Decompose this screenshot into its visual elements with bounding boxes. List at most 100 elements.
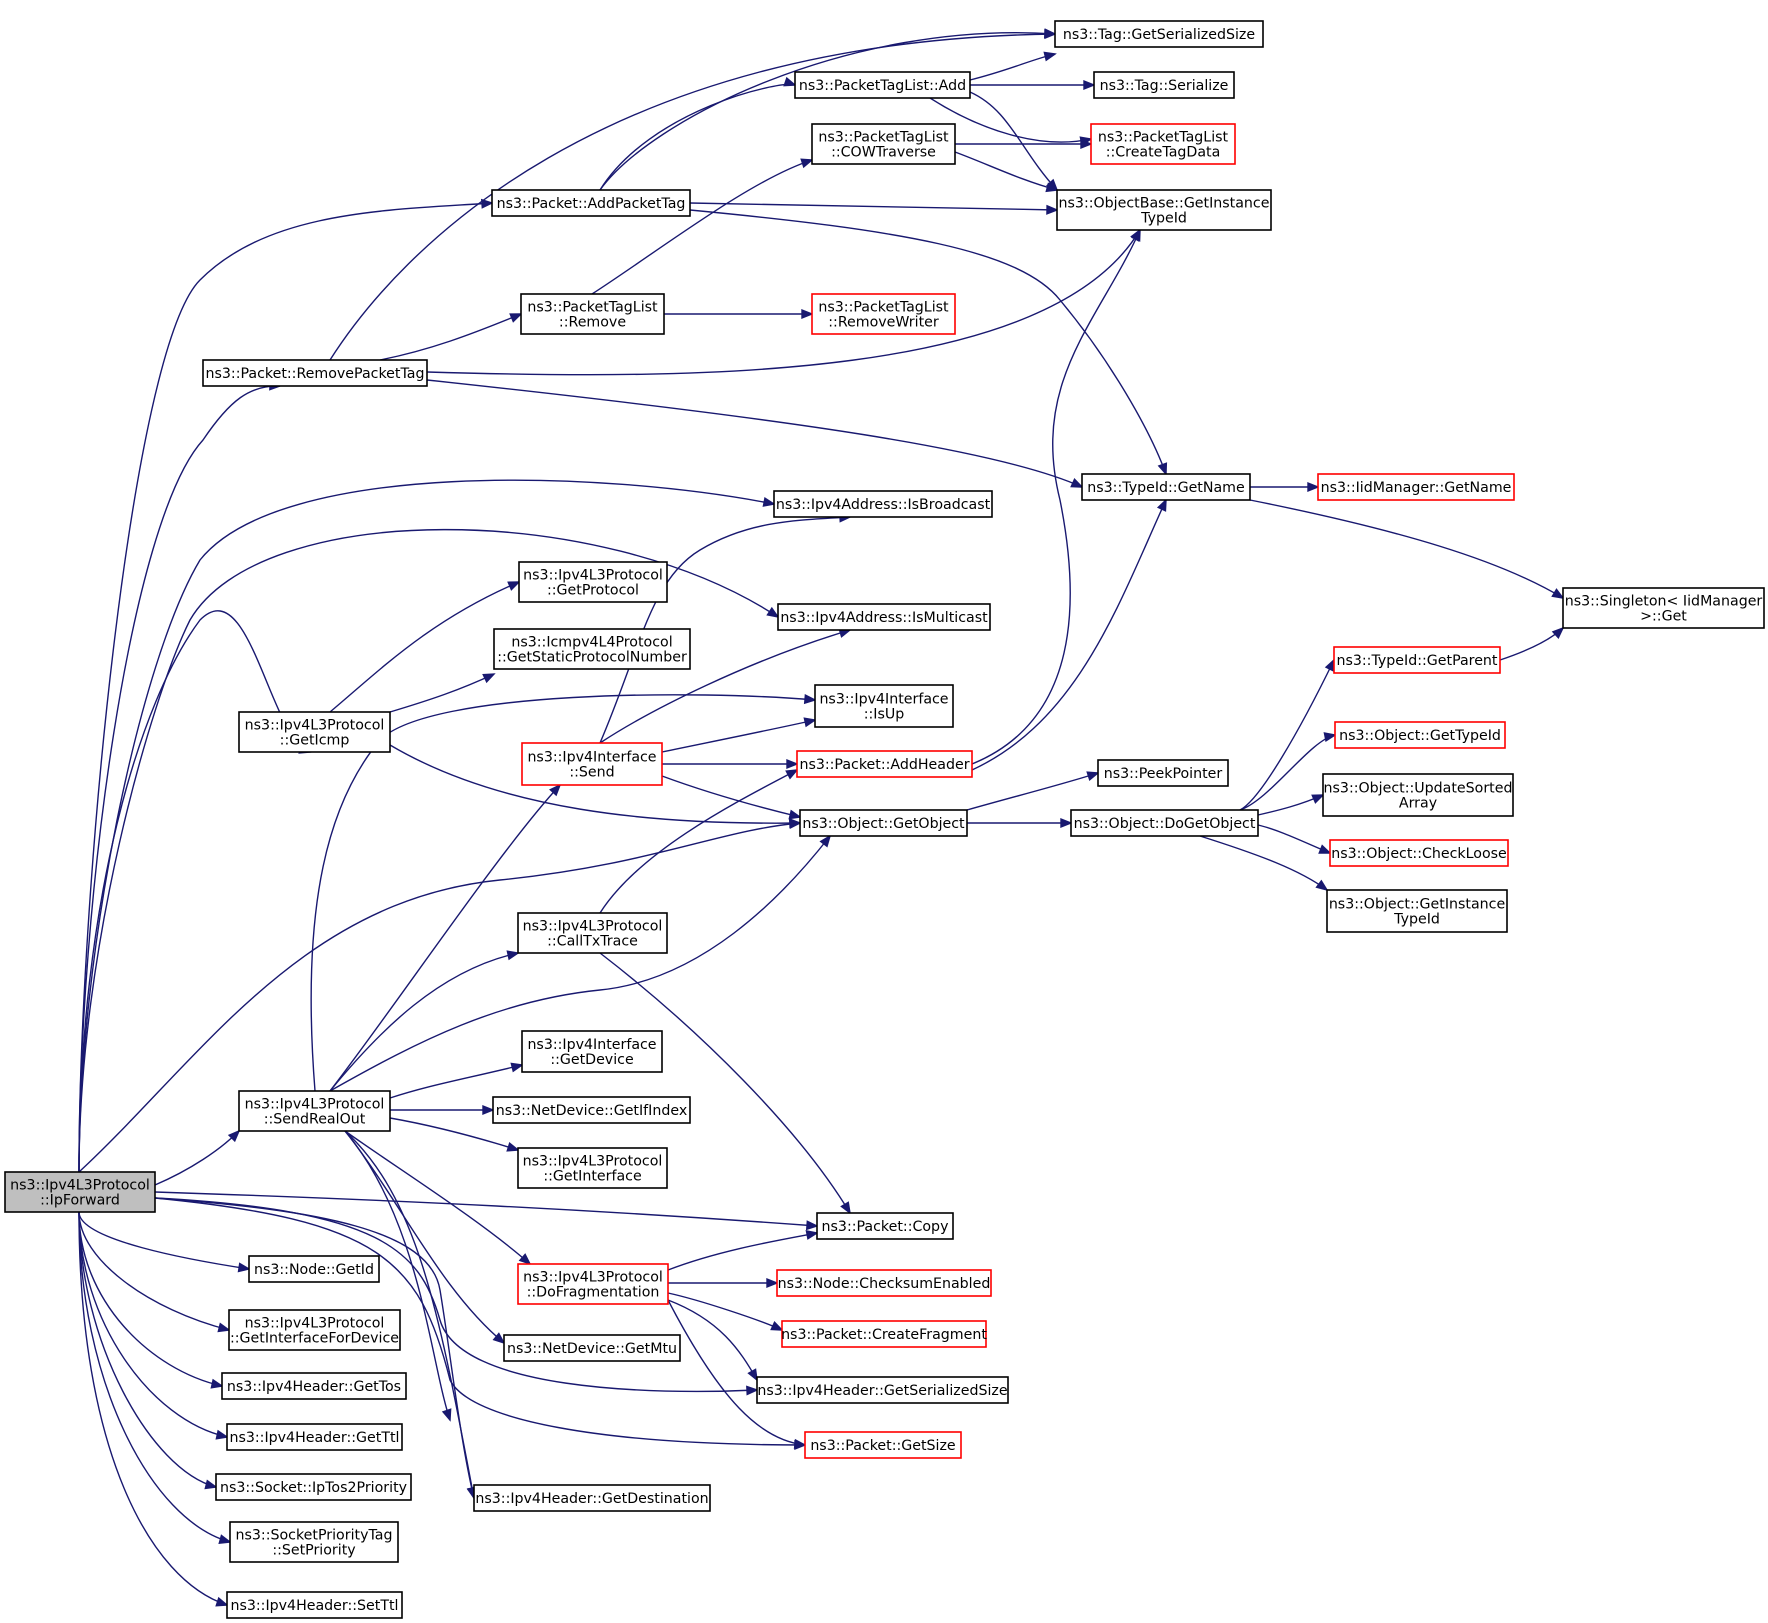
node-ipv4l3protocol-geticmp[interactable]: ns3::Ipv4L3Protocol::GetIcmp: [238, 711, 391, 753]
node-node-getid[interactable]: ns3::Node::GetId: [248, 1255, 380, 1283]
node-label: ns3::Packet::Copy: [822, 1219, 949, 1235]
node-ipv4interface-isup[interactable]: ns3::Ipv4Interface::IsUp: [814, 684, 954, 728]
node-ipv4header-gettos[interactable]: ns3::Ipv4Header::GetTos: [221, 1372, 407, 1400]
node-box: [773, 490, 993, 518]
node-netdevice-getifindex[interactable]: ns3::NetDevice::GetIfIndex: [492, 1096, 691, 1124]
node-object-checkloose[interactable]: ns3::Object::CheckLoose: [1329, 839, 1509, 867]
call-edge: [667, 1299, 758, 1381]
node-box: [811, 293, 956, 335]
node-netdevice-getmtu[interactable]: ns3::NetDevice::GetMtu: [503, 1334, 681, 1362]
arrowhead-icon: [218, 1534, 232, 1545]
node-ipv4header-setttl[interactable]: ns3::Ipv4Header::SetTtl: [226, 1591, 403, 1619]
node-label: ns3::PeekPointer: [1104, 766, 1223, 782]
node-ipv4l3protocol-sendrealout[interactable]: ns3::Ipv4L3Protocol::SendRealOut: [238, 1090, 391, 1132]
node-tag-getserializedsize[interactable]: ns3::Tag::GetSerializedSize: [1054, 20, 1264, 48]
call-edge: [689, 202, 1058, 211]
node-packettaglist-remove[interactable]: ns3::PacketTagList::Remove: [520, 293, 665, 335]
node-label: ns3::Tag::Serialize: [1100, 78, 1229, 94]
call-edge: [591, 159, 813, 295]
node-ipv4address-ismulticast[interactable]: ns3::Ipv4Address::IsMulticast: [777, 603, 991, 631]
node-iidmanager-getname[interactable]: ns3::IidManager::GetName: [1317, 473, 1515, 501]
call-edge: [78, 1211, 228, 1606]
node-box: [491, 189, 691, 217]
node-label: ns3::Packet::AddHeader: [799, 757, 969, 773]
node-box: [816, 1212, 954, 1240]
node-box: [517, 1263, 669, 1305]
node-label: ns3::Packet::CreateFragment: [781, 1327, 987, 1343]
arrowhead-icon: [803, 717, 817, 728]
arrowhead-icon: [1080, 138, 1093, 150]
node-ipv4l3protocol-calltxtrace[interactable]: ns3::Ipv4L3Protocol::CallTxTrace: [517, 912, 668, 954]
node-box: [473, 1484, 711, 1512]
node-ipv4l3protocol-getinterfacefordevice[interactable]: ns3::Ipv4L3Protocol::GetInterfaceForDevi…: [228, 1309, 401, 1351]
node-typeid-getname[interactable]: ns3::TypeId::GetName: [1081, 473, 1251, 501]
node-label: ns3::Ipv4Header::SetTtl: [230, 1598, 398, 1614]
node-packet-removepackettag[interactable]: ns3::Packet::RemovePacketTag: [202, 359, 428, 387]
arrowhead-icon: [805, 1220, 819, 1231]
node-label: ::IsUp: [864, 707, 905, 723]
node-packet-copy[interactable]: ns3::Packet::Copy: [816, 1212, 954, 1240]
node-ipv4interface-send[interactable]: ns3::Ipv4Interface::Send: [521, 742, 663, 786]
arrowhead-icon: [801, 308, 814, 320]
node-label: ns3::Packet::RemovePacketTag: [206, 366, 425, 382]
node-ipv4l3protocol-getinterface[interactable]: ns3::Ipv4L3Protocol::GetInterface: [517, 1147, 668, 1189]
node-box: [4, 1171, 156, 1213]
arrowhead-icon: [210, 1378, 224, 1389]
node-node-checksumenabled[interactable]: ns3::Node::ChecksumEnabled: [776, 1269, 992, 1297]
node-box: [228, 1309, 401, 1351]
node-label: ns3::Socket::IpTos2Priority: [220, 1480, 407, 1496]
arrowhead-icon: [805, 1230, 819, 1240]
arrowhead-icon: [803, 694, 817, 705]
node-packet-addpackettag[interactable]: ns3::Packet::AddPacketTag: [491, 189, 691, 217]
node-packet-getsize[interactable]: ns3::Packet::GetSize: [804, 1431, 962, 1459]
node-icmpv4l4protocol-getstaticprotocolnumber[interactable]: ns3::Icmpv4L4Protocol::GetStaticProtocol…: [493, 628, 691, 670]
call-edge: [344, 1130, 451, 1421]
node-label: ns3::Ipv4L3Protocol: [245, 718, 385, 734]
arrowhead-icon: [1060, 817, 1073, 829]
arrowhead-icon: [482, 673, 496, 684]
node-singleton-get[interactable]: ns3::Singleton< IidManager>::Get: [1562, 587, 1765, 629]
node-ipv4header-getdestination[interactable]: ns3::Ipv4Header::GetDestination: [473, 1484, 711, 1512]
node-label: ::GetDevice: [550, 1052, 633, 1068]
node-object-dogetobject[interactable]: ns3::Object::DoGetObject: [1070, 809, 1259, 837]
node-box: [221, 1372, 407, 1400]
node-socketprioritytag-setpriority[interactable]: ns3::SocketPriorityTag::SetPriority: [229, 1521, 399, 1563]
call-edge: [329, 581, 520, 713]
node-socket-iptos2priority[interactable]: ns3::Socket::IpTos2Priority: [215, 1473, 412, 1501]
node-packet-addheader[interactable]: ns3::Packet::AddHeader: [796, 750, 973, 778]
node-packet-createfragment[interactable]: ns3::Packet::CreateFragment: [781, 1320, 987, 1348]
node-box: [799, 809, 968, 837]
node-ipv4interface-getdevice[interactable]: ns3::Ipv4Interface::GetDevice: [521, 1030, 663, 1073]
node-ipv4l3protocol-dofragmentation[interactable]: ns3::Ipv4L3Protocol::DoFragmentation: [517, 1263, 669, 1305]
node-box: [238, 711, 391, 753]
node-ipforward[interactable]: ns3::Ipv4L3Protocol::IpForward: [4, 1171, 156, 1213]
node-label: ns3::Tag::GetSerializedSize: [1063, 27, 1255, 43]
call-edge: [971, 499, 1167, 771]
arrowhead-icon: [227, 1129, 241, 1143]
node-packettaglist-cowtraverse[interactable]: ns3::PacketTagList::COWTraverse: [811, 123, 956, 165]
node-object-getobject[interactable]: ns3::Object::GetObject: [799, 809, 968, 837]
node-label: ns3::PacketTagList: [818, 130, 949, 146]
node-ipv4l3protocol-getprotocol[interactable]: ns3::Ipv4L3Protocol::GetProtocol: [518, 561, 668, 603]
node-tag-serialize[interactable]: ns3::Tag::Serialize: [1093, 71, 1235, 99]
node-label: ::GetProtocol: [547, 583, 639, 599]
node-ipv4header-getttl[interactable]: ns3::Ipv4Header::GetTtl: [226, 1423, 403, 1451]
node-peekpointer[interactable]: ns3::PeekPointer: [1097, 759, 1229, 787]
node-label: Array: [1399, 796, 1437, 812]
node-ipv4header-getserializedsize[interactable]: ns3::Ipv4Header::GetSerializedSize: [756, 1376, 1009, 1404]
node-typeid-getparent[interactable]: ns3::TypeId::GetParent: [1333, 646, 1501, 674]
call-graph-edges: [78, 28, 1565, 1607]
node-object-gettypeid[interactable]: ns3::Object::GetTypeId: [1334, 721, 1506, 749]
node-box: [1329, 839, 1509, 867]
node-ipv4address-isbroadcast[interactable]: ns3::Ipv4Address::IsBroadcast: [773, 490, 993, 518]
node-packettaglist-createtagdata[interactable]: ns3::PacketTagList::CreateTagData: [1090, 123, 1236, 165]
node-packettaglist-add[interactable]: ns3::PacketTagList::Add: [794, 71, 971, 99]
node-box: [1070, 809, 1259, 837]
call-edge: [78, 1211, 231, 1543]
node-packettaglist-removewriter[interactable]: ns3::PacketTagList::RemoveWriter: [811, 293, 956, 335]
node-label: ns3::Object::GetObject: [802, 816, 965, 832]
arrowhead-icon: [204, 1479, 218, 1490]
